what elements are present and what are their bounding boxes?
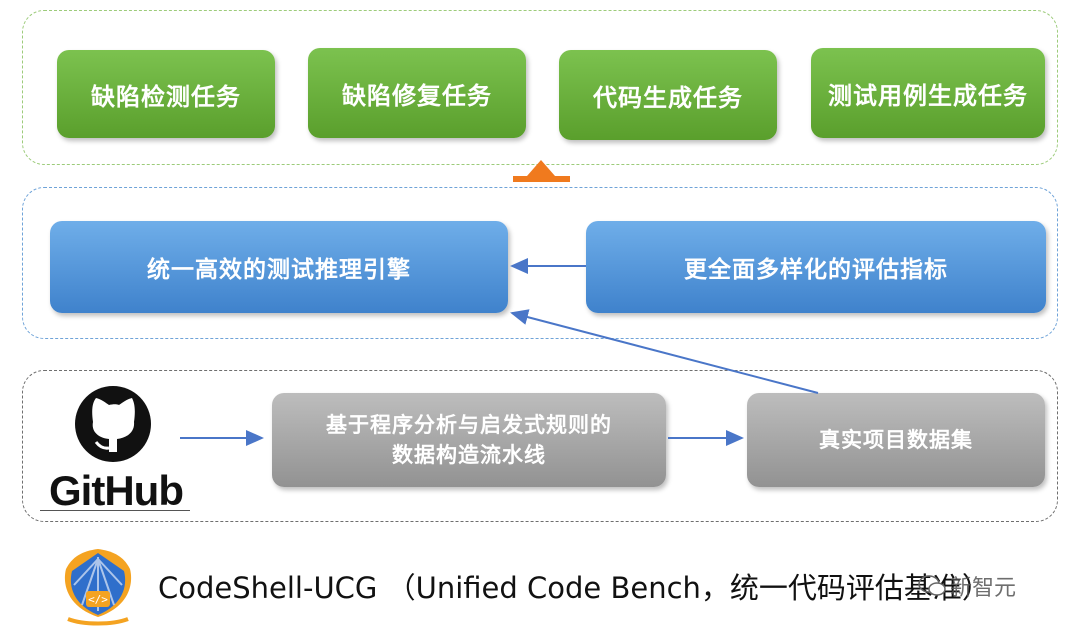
svg-text:</>: </> (88, 593, 108, 606)
metrics-box: 更全面多样化的评估指标 (586, 221, 1046, 313)
inference-engine-box: 统一高效的测试推理引擎 (50, 221, 508, 313)
test-case-generation-task: 测试用例生成任务 (811, 48, 1045, 138)
code-generation-label: 代码生成任务 (593, 83, 743, 112)
defect-detection-label: 缺陷检测任务 (91, 82, 241, 111)
dataset-label: 真实项目数据集 (819, 428, 973, 452)
codeshell-logo-icon: </> (64, 549, 132, 626)
defect-detection-task: 缺陷检测任务 (57, 50, 275, 138)
pipeline-label-line1: 基于程序分析与启发式规则的 (326, 413, 612, 437)
pipeline-label-line2: 数据构造流水线 (392, 443, 546, 467)
metrics-label: 更全面多样化的评估指标 (684, 257, 948, 283)
code-generation-task: 代码生成任务 (559, 50, 777, 140)
github-underline (40, 510, 190, 511)
wechat-icon (918, 575, 946, 596)
watermark-text: 新智元 (950, 576, 1017, 601)
footer-title: CodeShell-UCG （Unified Code Bench，统一代码评估… (158, 571, 991, 605)
inference-engine-label: 统一高效的测试推理引擎 (147, 257, 411, 283)
test-case-generation-label: 测试用例生成任务 (828, 81, 1028, 110)
github-octocat-icon (75, 386, 151, 462)
defect-repair-task: 缺陷修复任务 (308, 48, 526, 138)
defect-repair-label: 缺陷修复任务 (342, 81, 492, 110)
pipeline-box: 基于程序分析与启发式规则的 数据构造流水线 (272, 393, 666, 487)
dataset-box: 真实项目数据集 (747, 393, 1045, 487)
github-wordmark: GitHub (49, 467, 184, 514)
